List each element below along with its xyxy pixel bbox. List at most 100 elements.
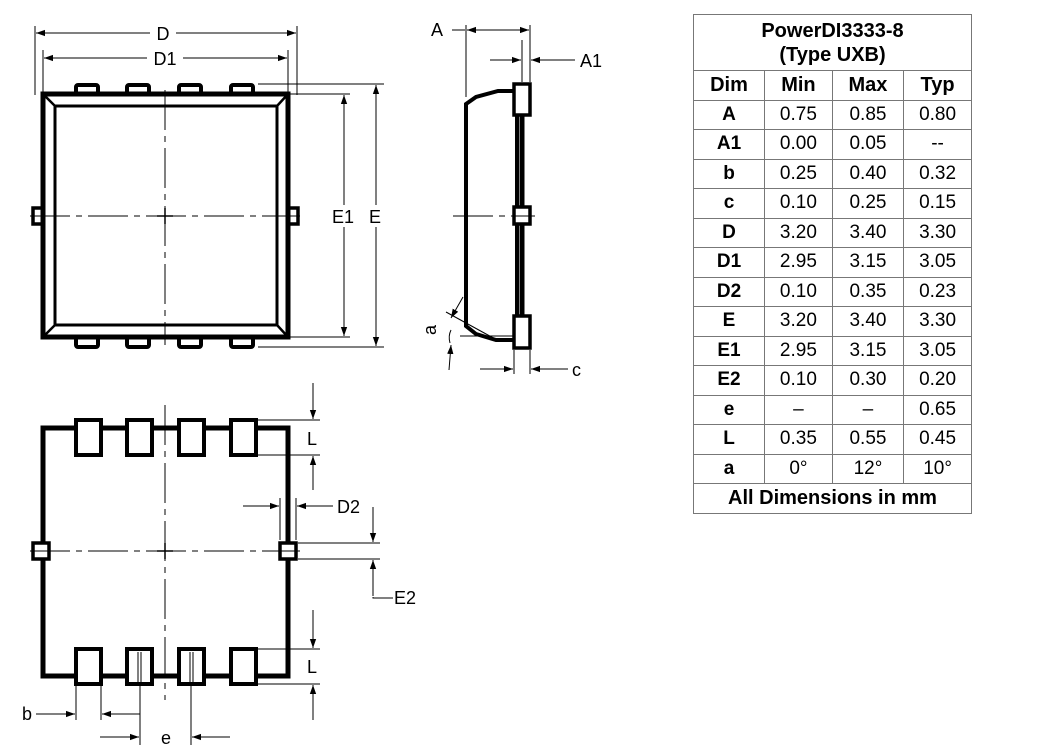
label-D: D [157, 24, 170, 44]
cell-dim: b [693, 158, 765, 189]
table-title-line2: (Type UXB) [779, 44, 886, 66]
cell-min: 0.10 [764, 276, 833, 307]
cell-max: 0.25 [831, 188, 905, 219]
cell-min: 0.25 [764, 158, 833, 189]
cell-typ: 0.65 [903, 394, 972, 425]
cell-max: – [831, 394, 905, 425]
cell-max: 3.40 [831, 217, 905, 248]
header-dim: Dim [693, 70, 765, 101]
cell-typ: -- [903, 129, 972, 160]
cell-typ: 0.15 [903, 188, 972, 219]
label-c: c [572, 360, 581, 380]
cell-min: – [764, 394, 833, 425]
cell-max: 0.85 [831, 99, 905, 130]
label-L-bottom: L [307, 657, 317, 677]
top-view: D D1 E1 E [30, 24, 384, 349]
cell-typ: 3.30 [903, 217, 972, 248]
label-e: e [161, 728, 171, 748]
table-title-row: PowerDI3333-8 (Type UXB) [693, 14, 972, 71]
label-A1: A1 [580, 51, 602, 71]
cell-dim: a [693, 453, 765, 484]
cell-dim: E2 [693, 365, 765, 396]
label-E: E [369, 207, 381, 227]
dimension-e [100, 686, 230, 745]
cell-min: 0° [764, 453, 833, 484]
cell-min: 0.10 [764, 188, 833, 219]
cell-max: 3.15 [831, 247, 905, 278]
label-D2: D2 [337, 497, 360, 517]
package-drawing: D D1 E1 E A A1 [22, 20, 603, 751]
table-title-line1: PowerDI3333-8 [761, 20, 904, 42]
cell-min: 0.35 [764, 424, 833, 455]
dimension-E1 [290, 93, 350, 338]
table-footer-row: All Dimensions in mm [693, 483, 972, 514]
dimension-L-bottom [258, 610, 320, 720]
dimension-D2 [243, 498, 333, 540]
label-b: b [22, 704, 32, 724]
label-E1: E1 [332, 207, 354, 227]
cell-min: 2.95 [764, 335, 833, 366]
cell-min: 0.75 [764, 99, 833, 130]
cell-dim: A [693, 99, 765, 130]
cell-typ: 0.20 [903, 365, 972, 396]
cell-typ: 10° [903, 453, 972, 484]
dimension-D1 [42, 50, 289, 92]
cell-min: 0.00 [764, 129, 833, 160]
cell-typ: 0.80 [903, 99, 972, 130]
label-a: a [420, 324, 440, 335]
label-L-top: L [307, 429, 317, 449]
cell-dim: E [693, 306, 765, 337]
cell-max: 0.05 [831, 129, 905, 160]
cell-min: 3.20 [764, 217, 833, 248]
bottom-view-top-pads [74, 418, 258, 457]
cell-typ: 0.32 [903, 158, 972, 189]
dimension-c [480, 350, 568, 374]
label-E2: E2 [394, 588, 416, 608]
cell-max: 0.40 [831, 158, 905, 189]
bottom-view-bottom-pads [74, 647, 258, 686]
cell-max: 0.55 [831, 424, 905, 455]
label-A: A [431, 20, 443, 40]
side-view-top-lead [512, 82, 532, 117]
cell-min: 0.10 [764, 365, 833, 396]
cell-max: 3.15 [831, 335, 905, 366]
table-row: e––0.65 [693, 394, 972, 425]
cell-min: 3.20 [764, 306, 833, 337]
side-view: A A1 c a [420, 20, 602, 380]
header-max: Max [831, 70, 905, 101]
cell-min: 2.95 [764, 247, 833, 278]
dimension-b [36, 686, 140, 720]
table-footer: All Dimensions in mm [693, 483, 972, 514]
cell-typ: 0.23 [903, 276, 972, 307]
label-D1: D1 [153, 49, 176, 69]
side-view-bottom-lead [512, 314, 532, 350]
table-title: PowerDI3333-8 (Type UXB) [693, 14, 972, 71]
cell-max: 12° [831, 453, 905, 484]
dimension-A [452, 25, 531, 97]
cell-dim: D [693, 217, 765, 248]
cell-dim: L [693, 424, 765, 455]
cell-dim: D2 [693, 276, 765, 307]
cell-dim: e [693, 394, 765, 425]
dimension-L-top [258, 383, 320, 490]
cell-max: 0.35 [831, 276, 905, 307]
cell-typ: 0.45 [903, 424, 972, 455]
dimension-E2 [298, 507, 393, 599]
cell-max: 0.30 [831, 365, 905, 396]
bottom-view: L L D2 E2 [22, 383, 416, 751]
dimension-E [258, 83, 384, 348]
cell-dim: D1 [693, 247, 765, 278]
cell-dim: A1 [693, 129, 765, 160]
